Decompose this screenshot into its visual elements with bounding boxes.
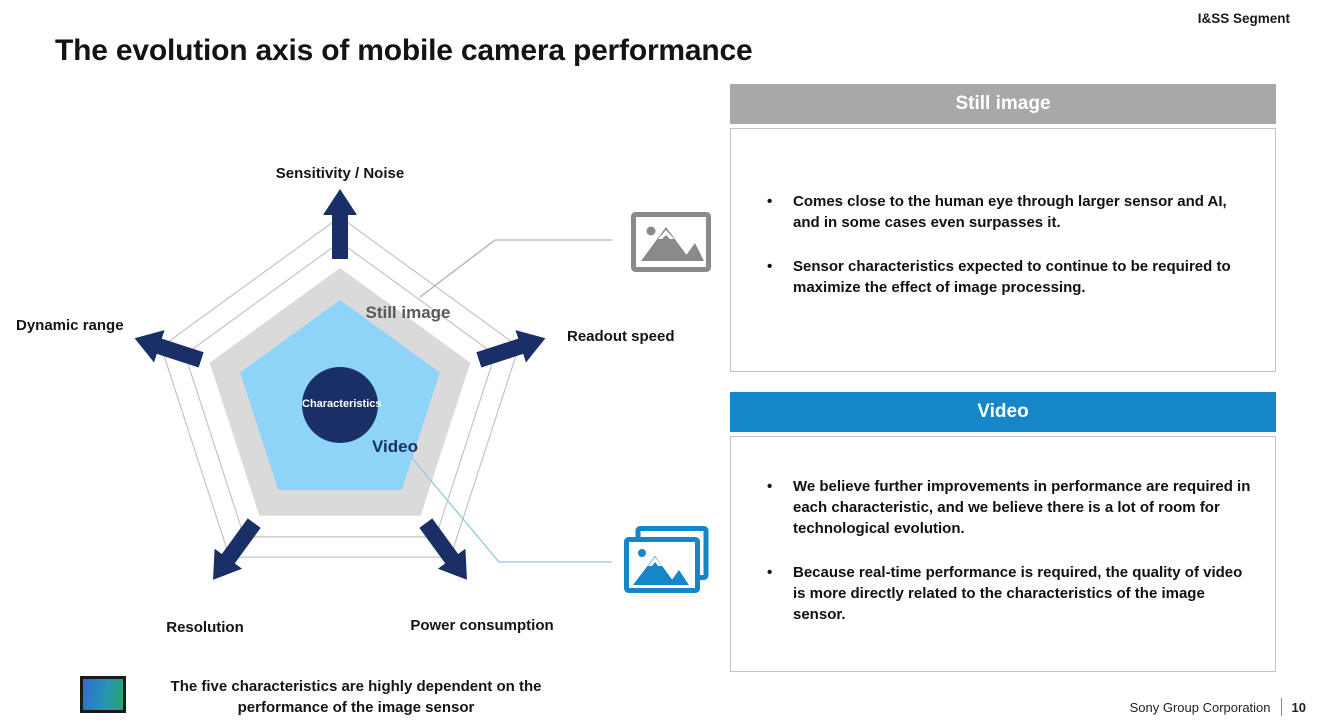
sensor-dependency-note: The five characteristics are highly depe… — [170, 678, 542, 716]
characteristics-circle — [302, 367, 378, 443]
axis-arrow-resolution — [213, 518, 261, 580]
axis-label-resolution: Resolution — [166, 619, 244, 636]
axis-arrow-readout — [476, 330, 546, 368]
video-bullet-list: We believe further improvements in perfo… — [731, 476, 1275, 625]
company-name: Sony Group Corporation — [1129, 699, 1271, 715]
characteristics-label: Characteristics — [302, 398, 382, 410]
axis-arrow-sensitivity — [323, 189, 357, 259]
bullet-item: We believe further improvements in perfo… — [731, 476, 1275, 539]
image-sensor-icon — [80, 676, 126, 713]
axis-label-power-consumption: Power consumption — [410, 617, 554, 634]
still-image-area-label: Still image — [365, 303, 451, 322]
bullet-item: Sensor characteristics expected to conti… — [731, 256, 1275, 298]
bullet-item: Comes close to the human eye through lar… — [731, 191, 1275, 233]
still-image-icon — [631, 212, 711, 272]
still-image-bullet-list: Comes close to the human eye through lar… — [731, 191, 1275, 298]
page-number: 10 — [1291, 699, 1306, 715]
segment-label: I&SS Segment — [1197, 11, 1290, 26]
video-connector-line — [411, 457, 612, 563]
page-title: The evolution axis of mobile camera perf… — [55, 34, 753, 67]
footer-divider — [1280, 698, 1282, 716]
axis-label-sensitivity-noise: Sensitivity / Noise — [275, 165, 405, 182]
video-panel-header: Video — [730, 392, 1276, 432]
pentagon-grid-outer — [160, 216, 520, 558]
axis-label-dynamic-range: Dynamic range — [16, 317, 124, 334]
video-panel-body: We believe further improvements in perfo… — [730, 436, 1276, 672]
still-image-connector-line — [419, 239, 612, 298]
still-image-panel-body: Comes close to the human eye through lar… — [730, 128, 1276, 372]
pentagon-grid-inner — [184, 241, 496, 538]
video-icon — [624, 526, 709, 593]
axis-label-readout-speed: Readout speed — [567, 328, 675, 345]
still-image-panel-header: Still image — [730, 84, 1276, 124]
bullet-item: Because real-time performance is require… — [731, 562, 1275, 625]
axis-arrow-dynamic-range — [134, 330, 204, 368]
video-area-label: Video — [372, 437, 418, 456]
slide-footer: Sony Group Corporation 10 — [1130, 698, 1306, 716]
axis-arrow-power — [419, 518, 467, 580]
